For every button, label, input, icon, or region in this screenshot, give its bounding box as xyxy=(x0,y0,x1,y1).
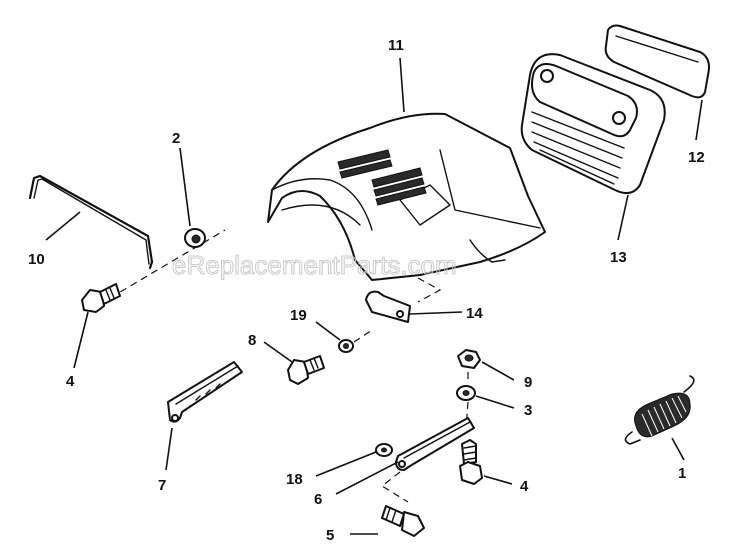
bolt-part-5 xyxy=(350,505,425,537)
label-part-6: 6 xyxy=(314,491,322,508)
label-part-3: 3 xyxy=(524,402,532,419)
label-part-9: 9 xyxy=(524,374,532,391)
hood-part xyxy=(267,57,546,281)
grille-slats xyxy=(531,111,625,185)
label-part-11: 11 xyxy=(388,37,404,54)
lens-part xyxy=(604,24,710,141)
label-part-4-lower: 4 xyxy=(520,478,529,495)
washer-part-3 xyxy=(456,385,515,409)
hood-vent-slots xyxy=(337,149,427,206)
nut-part-9 xyxy=(457,349,515,381)
label-part-5: 5 xyxy=(326,527,334,544)
bolt-part-4-upper xyxy=(73,283,121,369)
bracket-part-6 xyxy=(335,417,475,495)
nut-part-2 xyxy=(179,147,206,248)
rod-part xyxy=(28,174,154,270)
spring-coils xyxy=(641,395,687,437)
label-part-1: 1 xyxy=(678,465,686,482)
label-part-19: 19 xyxy=(290,307,307,324)
label-part-7: 7 xyxy=(158,477,166,494)
label-part-2: 2 xyxy=(172,130,180,147)
label-part-14: 14 xyxy=(466,305,483,322)
part-labels: 11 2 12 10 13 14 19 8 4 9 3 1 18 7 4 6 5 xyxy=(28,37,705,544)
label-part-13: 13 xyxy=(610,249,627,266)
bracket-part-14 xyxy=(365,277,463,323)
washer-part-19 xyxy=(315,321,373,353)
label-part-8: 8 xyxy=(248,332,256,349)
label-part-10: 10 xyxy=(28,251,45,268)
label-part-12: 12 xyxy=(688,149,705,166)
label-part-4-upper: 4 xyxy=(66,373,75,390)
watermark-text: eReplacementParts.com xyxy=(172,250,457,280)
grille-part xyxy=(520,53,666,241)
washer-part-18 xyxy=(315,443,393,477)
spring-part-1 xyxy=(624,375,695,461)
bracket-part-7 xyxy=(165,361,243,471)
bolt-part-4-lower xyxy=(459,439,513,485)
bolt-part-8 xyxy=(263,341,325,385)
label-part-18: 18 xyxy=(286,471,303,488)
